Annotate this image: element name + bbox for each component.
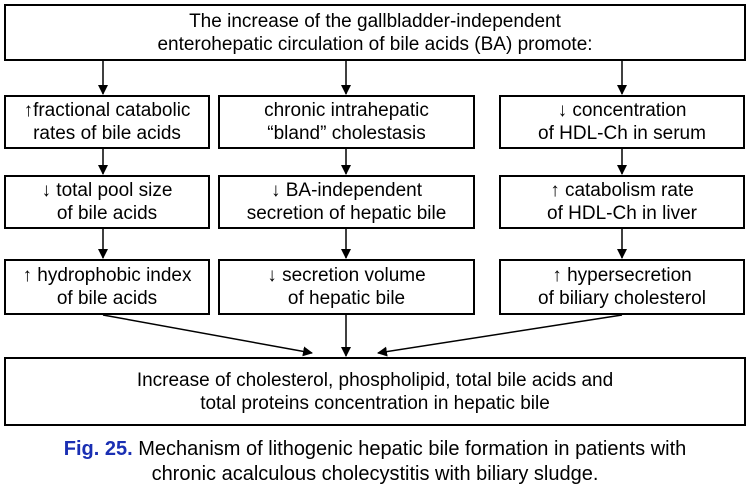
box-total-pool-size: ↓ total pool size of bile acids	[4, 175, 210, 229]
box-line-2: “bland” cholestasis	[267, 123, 426, 144]
box-line-1: ↑fractional catabolic	[23, 100, 191, 121]
caption-line-1-text: Mechanism of lithogenic hepatic bile for…	[132, 438, 687, 460]
box-line-2: rates of bile acids	[33, 123, 181, 144]
box-line-1: ↓ total pool size	[41, 180, 173, 201]
box-cholesterol-hypersecretion: ↑ hypersecretion of biliary cholesterol	[499, 259, 745, 315]
arrow-col3-to-bottom	[377, 314, 623, 357]
box-line-1: ↑ catabolism rate	[550, 180, 694, 201]
box-line-1: ↓ concentration	[557, 100, 687, 121]
box-ba-independent-secretion: ↓ BA-independent secretion of hepatic bi…	[218, 175, 475, 229]
box-line-2: of HDL-Ch in serum	[538, 123, 706, 144]
figure-label: Fig. 25.	[63, 438, 133, 460]
caption-line-1: Fig. 25. Mechanism of lithogenic hepatic…	[30, 437, 720, 462]
box-line-1: ↑ hydrophobic index	[22, 265, 192, 286]
top-line-2: enterohepatic circulation of bile acids …	[157, 33, 593, 55]
box-line-2: secretion of hepatic bile	[246, 203, 447, 224]
box-line-2: of hepatic bile	[287, 288, 406, 309]
box-fractional-catabolic-rates: ↑fractional catabolic rates of bile acid…	[4, 95, 210, 149]
top-box: The increase of the gallbladder-independ…	[4, 4, 746, 61]
box-secretion-volume: ↓ secretion volume of hepatic bile	[218, 259, 475, 315]
box-hdl-serum-concentration: ↓ concentration of HDL-Ch in serum	[499, 95, 745, 149]
bottom-line-1: Increase of cholesterol, phospholipid, t…	[136, 369, 614, 391]
caption-line-2: chronic acalculous cholecystitis with bi…	[151, 463, 599, 485]
bottom-result-box: Increase of cholesterol, phospholipid, t…	[4, 357, 746, 426]
box-line-2: of biliary cholesterol	[538, 288, 706, 309]
box-line-2: of HDL-Ch in liver	[547, 203, 697, 224]
box-line-1: chronic intrahepatic	[264, 100, 429, 121]
arrow-col1-to-bottom	[102, 314, 313, 357]
box-line-2: of bile acids	[56, 288, 158, 309]
top-line-1: The increase of the gallbladder-independ…	[189, 10, 561, 32]
bottom-line-2: total proteins concentration in hepatic …	[200, 392, 550, 414]
box-hdl-catabolism-rate: ↑ catabolism rate of HDL-Ch in liver	[499, 175, 745, 229]
box-bland-cholestasis: chronic intrahepatic “bland” cholestasis	[218, 95, 475, 149]
box-line-2: of bile acids	[56, 203, 158, 224]
box-line-1: ↓ BA-independent	[270, 180, 423, 201]
box-line-1: ↑ hypersecretion	[552, 265, 692, 286]
figure-caption: Fig. 25. Mechanism of lithogenic hepatic…	[30, 437, 720, 487]
box-hydrophobic-index: ↑ hydrophobic index of bile acids	[4, 259, 210, 315]
box-line-1: ↓ secretion volume	[267, 265, 426, 286]
